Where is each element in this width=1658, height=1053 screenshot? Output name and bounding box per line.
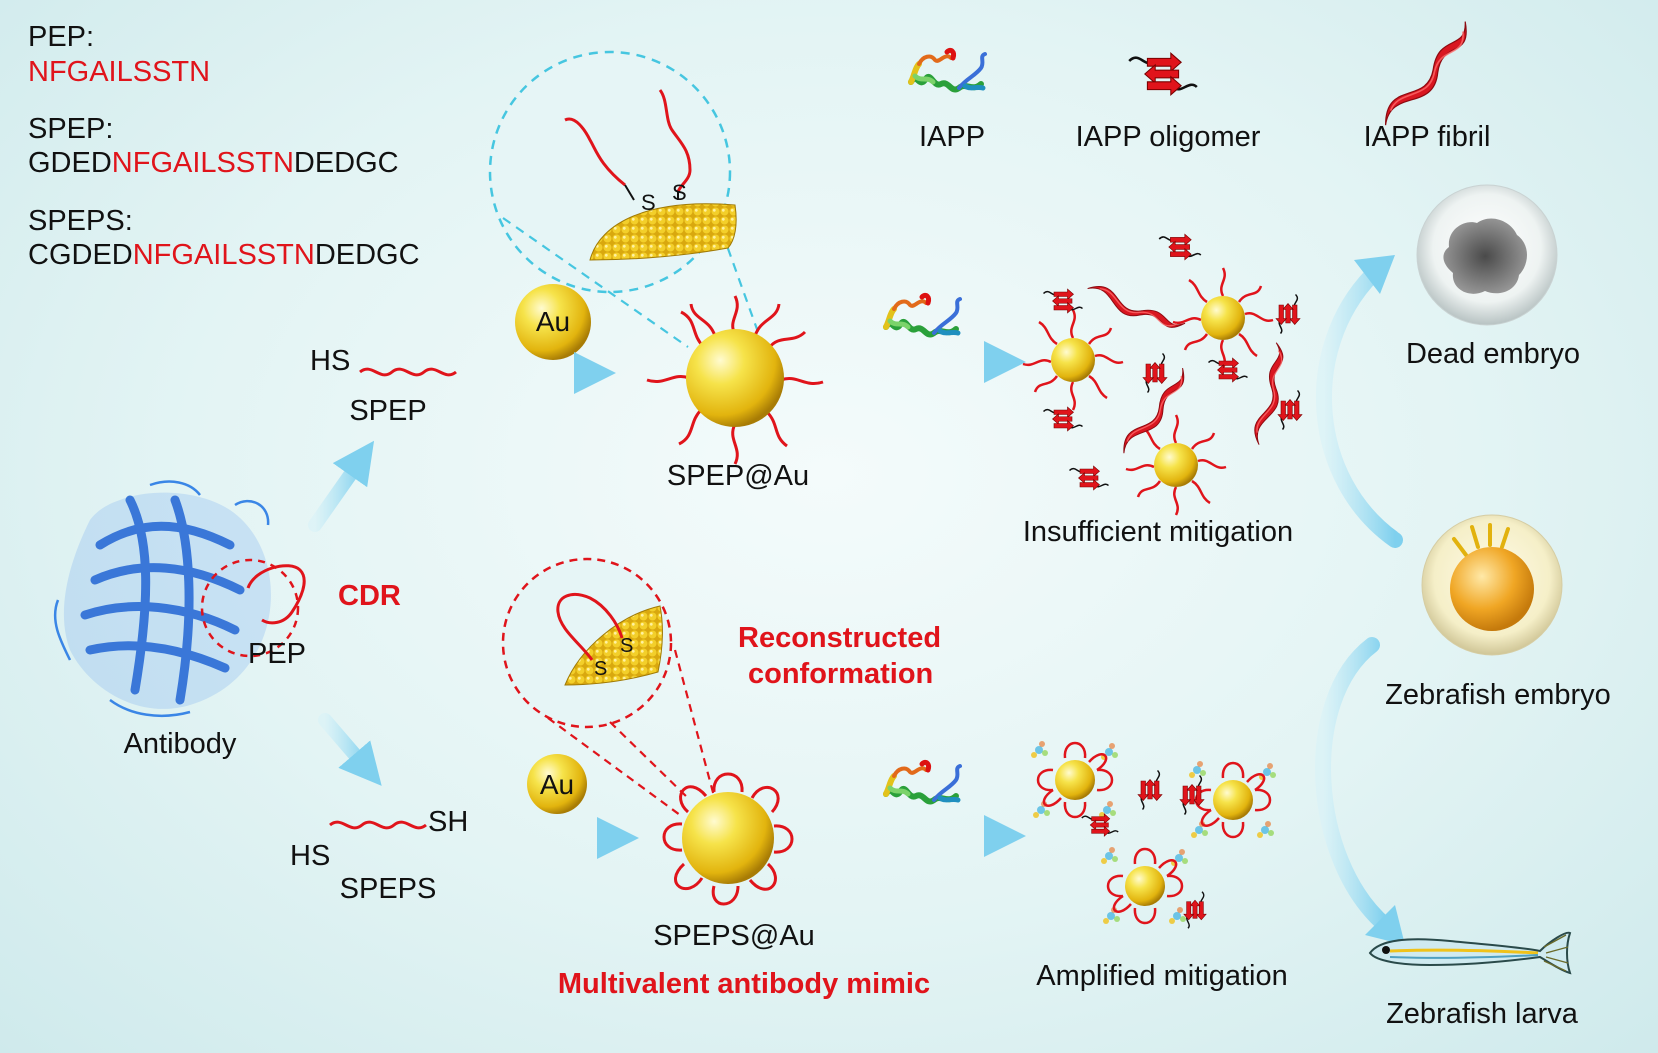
bottom-au-particle <box>527 754 587 814</box>
outcome-arrows <box>1315 255 1405 945</box>
iapp-monomer-icon <box>911 50 985 89</box>
insufficient-mitigation-label: Insufficient mitigation <box>1022 516 1294 548</box>
pep-label: PEP: <box>28 21 95 53</box>
insufficient-mitigation-cluster <box>1022 233 1309 516</box>
speps-au-conjugate <box>662 772 794 906</box>
bottom-au-label: Au <box>539 769 575 800</box>
bottom-s2-label: S <box>620 635 633 657</box>
spep-core: NFGAILSSTN <box>111 147 294 179</box>
speps-ligand <box>329 820 427 830</box>
spep-label: SPEP: <box>28 113 114 145</box>
top-zoom-inset <box>488 50 760 348</box>
bottom-zoom-inset <box>501 557 717 816</box>
cdr-label: CDR <box>338 580 401 612</box>
speps-au-label: SPEPS@Au <box>653 920 815 952</box>
bottom-s1-label: S <box>594 658 607 680</box>
cdr-circle <box>200 558 300 658</box>
speps-suffix: DEDGC <box>314 239 420 271</box>
multivalent-antibody-mimic-label: Multivalent antibody mimic <box>557 968 931 1000</box>
iapp-fibril-icon <box>1360 20 1491 126</box>
speps-label: SPEPS: <box>28 205 133 237</box>
amplified-mitigation-cluster <box>1031 741 1276 929</box>
zebrafish-embryo-icon <box>1421 514 1563 656</box>
arrows <box>308 341 1026 859</box>
iapp-icon-bottom-arrow <box>886 762 960 801</box>
amplified-mitigation-label: Amplified mitigation <box>1036 960 1288 992</box>
speps-name: SPEPS <box>339 873 437 905</box>
dead-embryo-icon <box>1416 184 1558 326</box>
legend-iapp: IAPP <box>918 121 986 153</box>
bottom-hs-label: HS <box>290 840 331 872</box>
zebrafish-larva-icon <box>1368 931 1572 975</box>
spep-suffix: DEDGC <box>293 147 399 179</box>
dead-embryo-label: Dead embryo <box>1405 338 1581 370</box>
spep-name: SPEP <box>349 395 427 427</box>
iapp-icon-top-arrow <box>886 295 960 334</box>
spep-ligand <box>359 367 457 377</box>
reconstructed-line2: conformation <box>748 658 934 690</box>
spep-au-label: SPEP@Au <box>666 460 810 492</box>
zebrafish-embryo-label: Zebrafish embryo <box>1385 679 1611 711</box>
antibody-pep-label: PEP <box>248 638 307 670</box>
legend-iapp-oligomer: IAPP oligomer <box>1075 121 1261 153</box>
spep-au-conjugate <box>646 295 824 465</box>
top-s1-label: S <box>641 190 656 215</box>
top-s2-label: S <box>672 180 687 205</box>
top-au-label: Au <box>535 306 571 337</box>
speps-core: NFGAILSSTN <box>132 239 315 271</box>
zebrafish-larva-label: Zebrafish larva <box>1386 998 1578 1030</box>
legend-iapp-fibril: IAPP fibril <box>1363 121 1491 153</box>
spep-sequence: GDEDNFGAILSSTNDEDGC <box>28 149 399 178</box>
top-hs-label: HS <box>310 345 351 377</box>
spep-prefix: GDED <box>28 147 112 179</box>
speps-prefix: CGDED <box>28 239 133 271</box>
iapp-oligomer-icon <box>1127 51 1199 97</box>
antibody-label: Antibody <box>123 728 237 760</box>
pep-sequence: NFGAILSSTN <box>28 56 211 88</box>
reconstructed-line1: Reconstructed <box>738 622 942 654</box>
top-au-particle <box>515 284 591 360</box>
antibody-structure <box>53 480 306 718</box>
speps-sequence: CGDEDNFGAILSSTNDEDGC <box>28 241 420 270</box>
bottom-sh-label: SH <box>428 806 469 838</box>
